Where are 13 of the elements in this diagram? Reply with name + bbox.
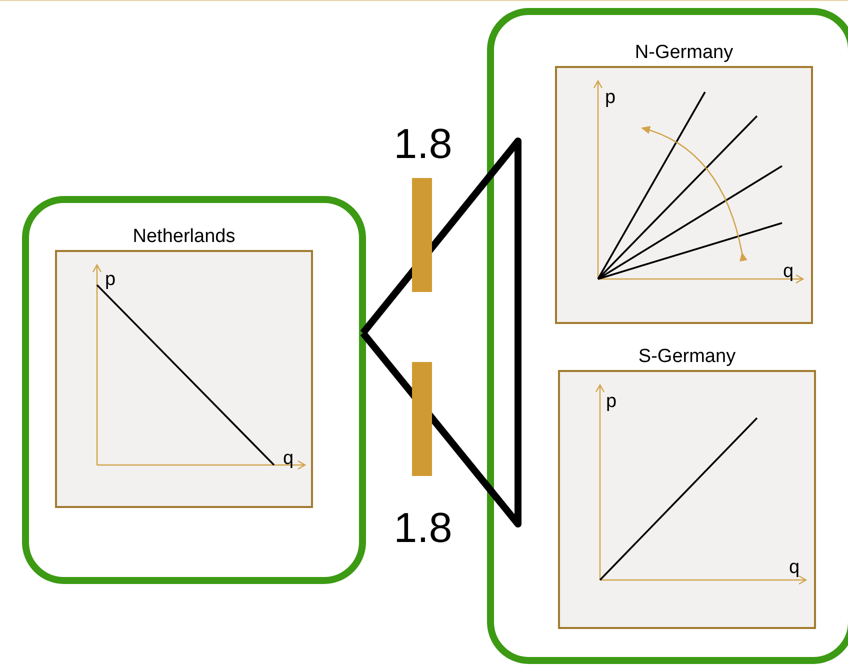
region-heading: S-Germany	[638, 346, 736, 368]
region-heading: N-Germany	[634, 42, 734, 64]
axis-label: p	[605, 88, 616, 108]
axis-label: p	[606, 392, 617, 412]
connector-line-with-bar	[360, 173, 493, 336]
region-heading: Netherlands	[132, 226, 236, 248]
axis-label: q	[283, 449, 294, 469]
region-frame	[22, 196, 366, 584]
axis-label: q	[783, 262, 794, 282]
region-frame	[487, 8, 848, 664]
connector-line-with-bar	[360, 330, 493, 492]
axis-label: q	[789, 558, 800, 578]
axis-label: p	[105, 270, 116, 290]
